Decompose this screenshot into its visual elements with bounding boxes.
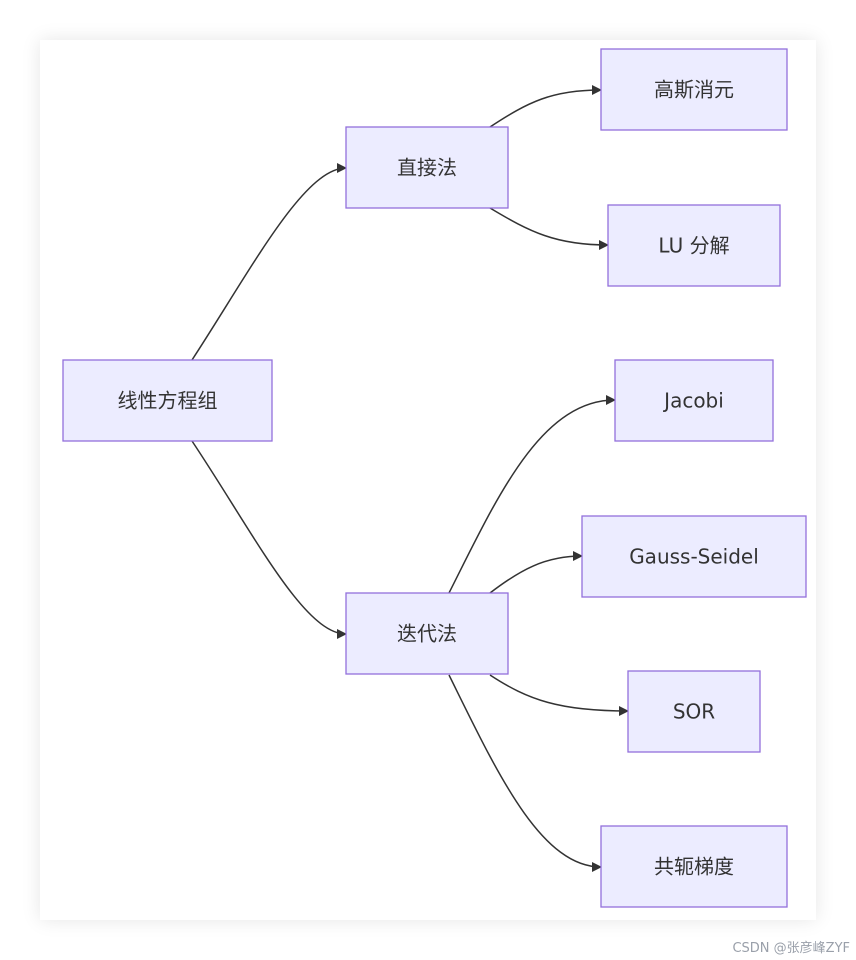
node-gauss-seidel-label: Gauss-Seidel (629, 545, 759, 569)
node-sor-label: SOR (673, 700, 715, 724)
edge-iterative-jacobi (448, 395, 616, 594)
node-jacobi-label: Jacobi (662, 389, 724, 413)
node-root: 线性方程组 (62, 359, 273, 442)
node-root-label: 线性方程组 (118, 389, 218, 413)
edge-iterative-sor (489, 674, 629, 716)
node-jacobi: Jacobi (614, 359, 774, 442)
node-lu-label: LU 分解 (658, 234, 729, 258)
node-cg: 共轭梯度 (600, 825, 788, 908)
node-gauss: 高斯消元 (600, 48, 788, 131)
edge-iterative-cg (448, 674, 602, 872)
node-gauss-seidel: Gauss-Seidel (581, 515, 807, 598)
node-direct: 直接法 (345, 126, 509, 209)
edge-root-iterative (191, 440, 347, 639)
node-direct-label: 直接法 (397, 156, 457, 180)
edge-iterative-gauss-seidel (489, 551, 583, 594)
edge-direct-gauss (489, 85, 602, 128)
node-cg-label: 共轭梯度 (654, 855, 734, 879)
node-iterative-label: 迭代法 (397, 622, 457, 646)
watermark-text: CSDN @张彦峰ZYF (732, 941, 850, 956)
node-sor: SOR (627, 670, 761, 753)
node-gauss-label: 高斯消元 (654, 78, 734, 102)
node-iterative: 迭代法 (345, 592, 509, 675)
edge-root-direct (191, 163, 347, 361)
node-lu: LU 分解 (607, 204, 781, 287)
edge-direct-lu (489, 207, 609, 250)
